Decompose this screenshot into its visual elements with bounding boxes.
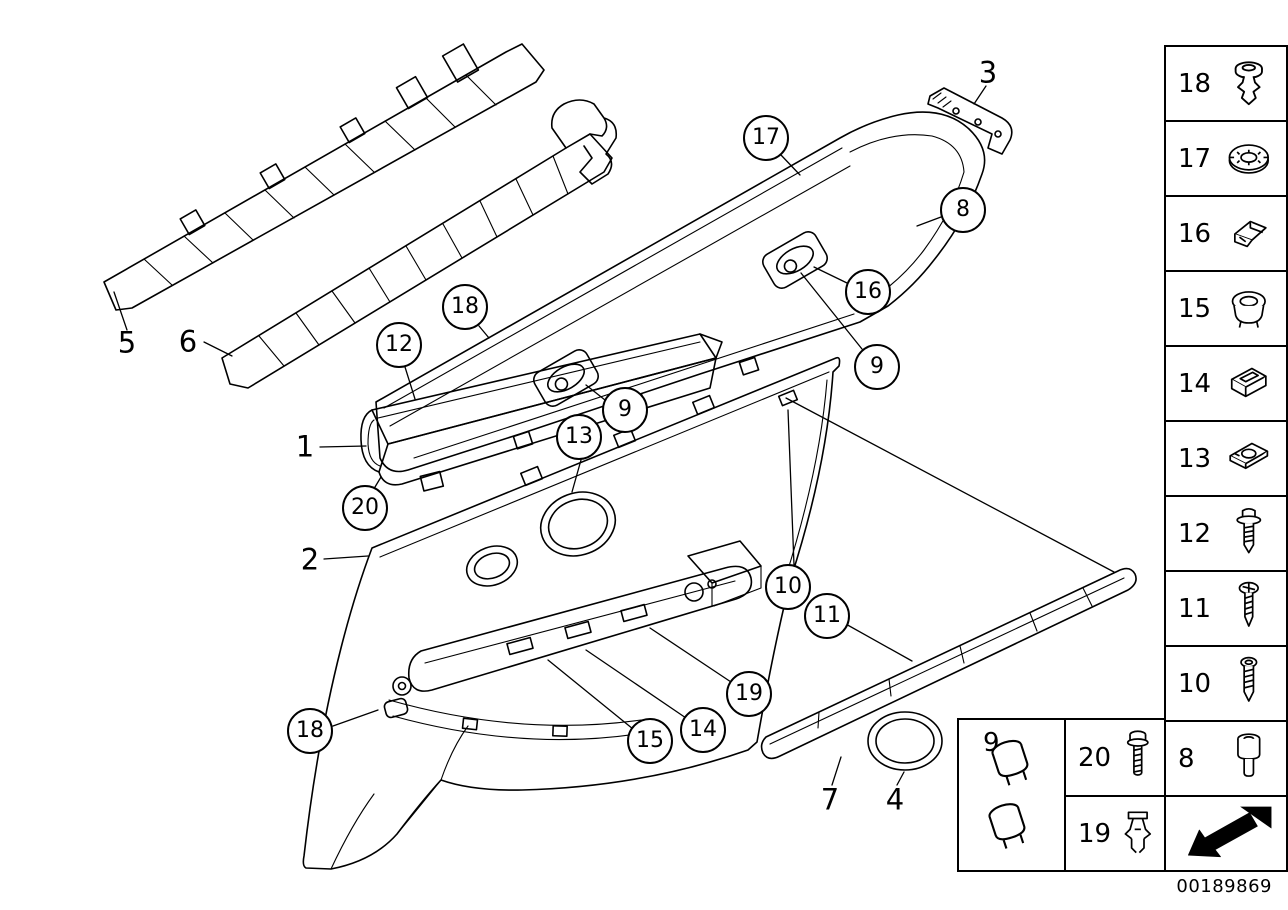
legend-item-20[interactable]: 20 (1064, 718, 1166, 797)
direction-arrow-icon (1166, 797, 1286, 870)
legend-item-10[interactable]: 10 (1164, 645, 1288, 722)
rivet-clip-icon (1212, 47, 1286, 120)
legend-item-19[interactable]: 19 (1064, 795, 1166, 872)
push-nut-icon (1212, 122, 1286, 195)
callout-11[interactable]: 11 (804, 593, 850, 639)
callout-18[interactable]: 18 (442, 284, 488, 330)
legend-item-13[interactable]: 13 (1164, 420, 1288, 497)
legend-item-11[interactable]: 11 (1164, 570, 1288, 647)
legend-item-15[interactable]: 15 (1164, 270, 1288, 347)
callout-9[interactable]: 9 (854, 344, 900, 390)
socket-bolt-icon (1212, 722, 1286, 795)
callout-16[interactable]: 16 (845, 269, 891, 315)
callout-5[interactable]: 5 (117, 325, 137, 360)
part-4-speaker-cover (867, 711, 943, 771)
diagram-number: 00189869 (1176, 876, 1272, 897)
legend-part-number: 8 (1178, 743, 1195, 774)
callout-15[interactable]: 15 (627, 718, 673, 764)
legend-item-17[interactable]: 17 (1164, 120, 1288, 197)
callout-10[interactable]: 10 (765, 564, 811, 610)
callout-9[interactable]: 9 (602, 387, 648, 433)
stud-bolt-icon (1112, 720, 1164, 795)
grommet-icon (1212, 272, 1286, 345)
callout-19[interactable]: 19 (726, 671, 772, 717)
tapping-screw-icon (1212, 572, 1286, 645)
part-6-sound-insulation (221, 99, 618, 389)
callout-1[interactable]: 1 (295, 429, 315, 464)
speed-nut-icon (1212, 422, 1286, 495)
legend-part-number: 18 (1178, 68, 1212, 99)
retainer-clamp-icon (1212, 197, 1286, 270)
callout-20[interactable]: 20 (342, 485, 388, 531)
expander-clip-icon (1112, 797, 1164, 870)
legend-part-number: 15 (1178, 293, 1212, 324)
callout-17[interactable]: 17 (743, 115, 789, 161)
legend-part-number: 9 (983, 728, 1000, 758)
legend-item-18[interactable]: 18 (1164, 45, 1288, 122)
legend-item-9[interactable]: 9 (957, 718, 1066, 872)
callout-14[interactable]: 14 (680, 707, 726, 753)
legend-item-12[interactable]: 12 (1164, 495, 1288, 572)
callout-8[interactable]: 8 (940, 187, 986, 233)
legend-part-number: 19 (1078, 818, 1112, 849)
callout-3[interactable]: 3 (978, 55, 998, 90)
leader-lines (113, 85, 1115, 786)
legend-part-number: 20 (1078, 742, 1112, 773)
legend-item-16[interactable]: 16 (1164, 195, 1288, 272)
part-7-sill-strip (760, 567, 1137, 760)
legend-part-number: 16 (1178, 218, 1212, 249)
torx-screw-icon (1212, 647, 1286, 720)
part-2-quarter-trim-panel (302, 356, 841, 870)
legend-item-8[interactable]: 8 (1164, 720, 1288, 797)
legend-part-number: 11 (1178, 593, 1212, 624)
cage-nut-icon (1212, 347, 1286, 420)
callout-7[interactable]: 7 (820, 782, 840, 817)
screw-with-washer-icon (1212, 497, 1286, 570)
barrel-clips-icon (959, 720, 1064, 870)
callout-12[interactable]: 12 (376, 322, 422, 368)
fastener-legend-column: 18 17 16 15 14 13 12 11 10 8 (1164, 45, 1288, 872)
legend-part-number: 17 (1178, 143, 1212, 174)
callout-2[interactable]: 2 (300, 542, 320, 577)
callout-6[interactable]: 6 (178, 324, 198, 359)
legend-part-number: 10 (1178, 668, 1212, 699)
part-3-bracket (927, 87, 1013, 155)
legend-part-number: 13 (1178, 443, 1212, 474)
part-5-sound-insulation (103, 43, 545, 311)
legend-part-number: 14 (1178, 368, 1212, 399)
legend-item-14[interactable]: 14 (1164, 345, 1288, 422)
direction-of-travel-cell (1164, 795, 1288, 872)
callout-4[interactable]: 4 (885, 782, 905, 817)
callout-18[interactable]: 18 (287, 708, 333, 754)
fastener-legend-bottom: 9 20 19 (957, 718, 1166, 874)
legend-part-number: 12 (1178, 518, 1212, 549)
callout-13[interactable]: 13 (556, 414, 602, 460)
